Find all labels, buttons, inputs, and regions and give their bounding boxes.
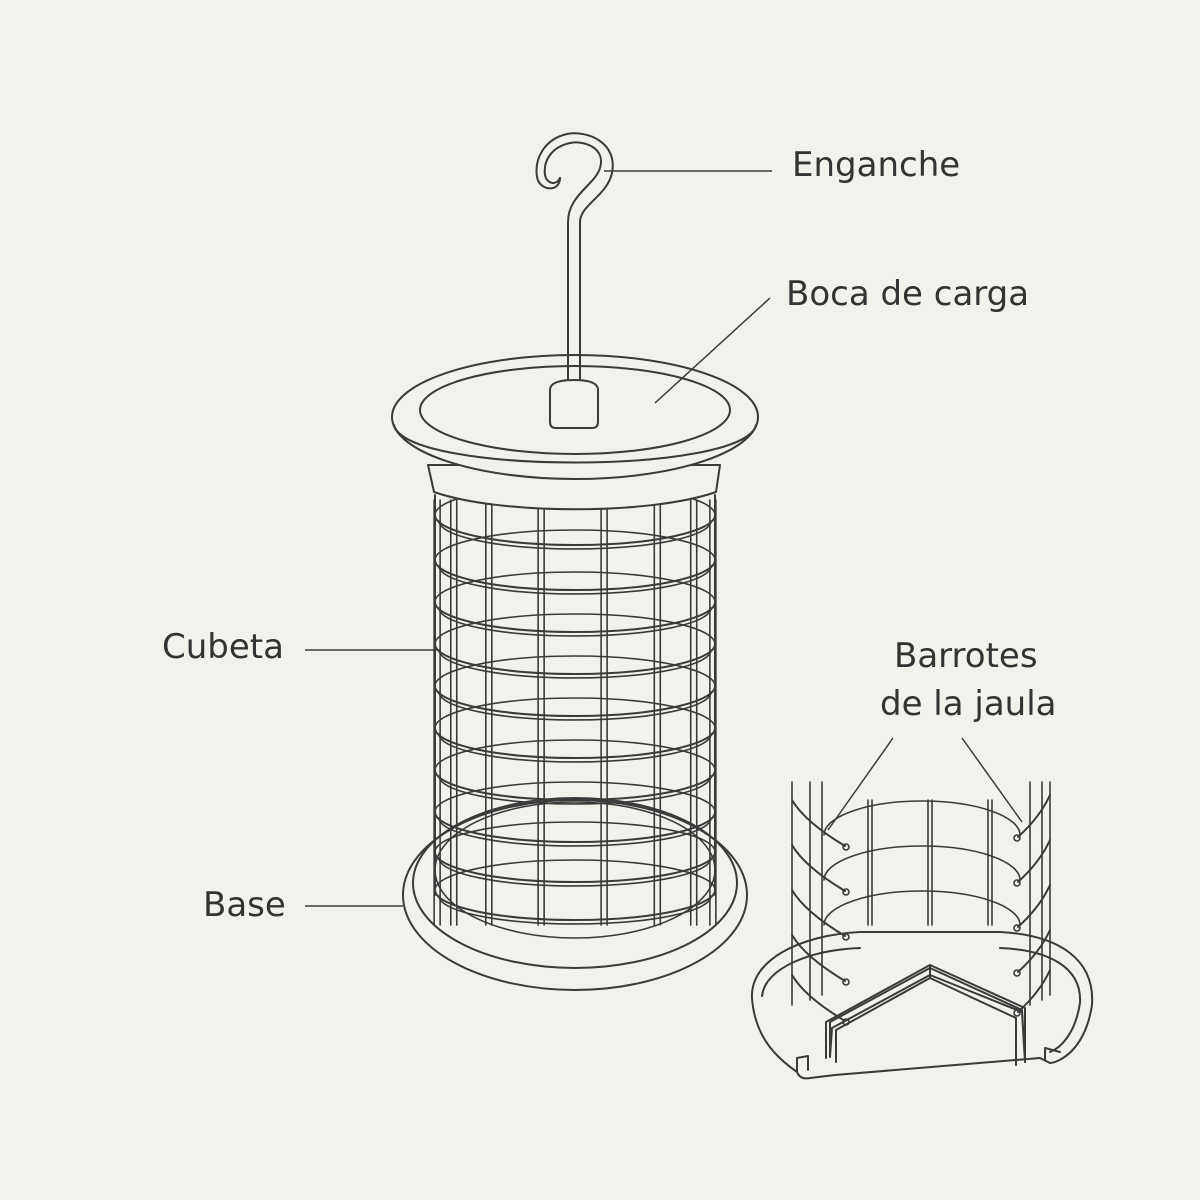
cage-ring-front: [434, 514, 716, 546]
cage-ring-front: [434, 851, 716, 883]
cutaway-ring-right: [1017, 794, 1051, 838]
cutaway-ring-end: [842, 933, 850, 941]
cutaway-ring-end: [842, 1018, 850, 1026]
cutaway-front-rings: [791, 794, 1051, 1026]
cage-ring-front-inner: [438, 565, 712, 595]
cage-ring-front: [434, 685, 716, 717]
leader-loading-mouth: [654, 297, 771, 404]
cutaway-ring-end: [1013, 834, 1021, 842]
cutaway-ring-end: [842, 978, 850, 986]
label-hook: Enganche: [792, 145, 961, 185]
cutaway-ring-end: [842, 888, 850, 896]
cage-ring-back: [434, 571, 716, 603]
hook: [535, 132, 614, 429]
cage-ring-front-inner: [438, 607, 712, 637]
label-cage-bars-line2: de la jaula: [880, 684, 1057, 724]
cutaway-ring-back: [823, 845, 1021, 881]
cage-ring-front: [434, 643, 716, 675]
cutaway-vertical-bars: [791, 781, 1051, 1006]
cage-ring-front-inner: [438, 733, 712, 763]
leader-cage-bars-left: [827, 737, 894, 831]
cutaway-back-rings: [823, 800, 1021, 926]
cage-ring-front: [434, 889, 716, 921]
cage-ring-back: [434, 739, 716, 771]
cutaway-ring-end: [1013, 879, 1021, 887]
loading-mouth: [391, 354, 759, 511]
cage-vertical-bars: [433, 494, 717, 926]
cutaway-ring-right: [1017, 884, 1051, 928]
cutaway-ring-end: [1013, 1009, 1021, 1017]
cage-ring-front-inner: [438, 895, 712, 925]
cutaway-ring-end: [842, 843, 850, 851]
cage-ring-back: [434, 697, 716, 729]
cutaway-detail: [750, 781, 1094, 1080]
label-bucket: Cubeta: [162, 627, 284, 667]
cutaway-ring-right: [1017, 969, 1051, 1013]
cage-ring-front-inner: [438, 775, 712, 805]
cage-ring-front-inner: [438, 857, 712, 887]
cutaway-ring-back: [823, 800, 1021, 836]
cage-ring-front: [434, 601, 716, 633]
cage-ring-front-inner: [438, 817, 712, 847]
cage-front-rings: [434, 514, 716, 925]
cutaway-ring-back: [823, 890, 1021, 926]
label-base: Base: [203, 885, 286, 925]
cage-ring-front-inner: [438, 691, 712, 721]
cage-ring-front: [434, 559, 716, 591]
cutaway-ring-left: [791, 844, 846, 892]
leader-cage-bars-right: [961, 737, 1023, 823]
cutaway-ring-right: [1017, 929, 1051, 973]
label-cage-bars-line1: Barrotes: [894, 636, 1038, 676]
cutaway-ring-left: [791, 799, 846, 847]
cage-ring-back: [434, 613, 716, 645]
cutaway-ring-right: [1017, 839, 1051, 883]
cage-ring-front-inner: [438, 520, 712, 550]
cutaway-ring-end: [1013, 924, 1021, 932]
feeder-cage: [433, 484, 717, 926]
cage-ring-front: [434, 811, 716, 843]
cutaway-ring-left: [791, 889, 846, 937]
cage-ring-front: [434, 727, 716, 759]
label-loading-mouth: Boca de carga: [786, 274, 1030, 314]
cage-ring-front-inner: [438, 649, 712, 679]
cage-ring-back: [434, 655, 716, 687]
cutaway-ring-end: [1013, 969, 1021, 977]
cutaway-ring-left: [791, 974, 846, 1022]
cutaway-ring-left: [791, 934, 846, 982]
cage-ring-front: [434, 769, 716, 801]
